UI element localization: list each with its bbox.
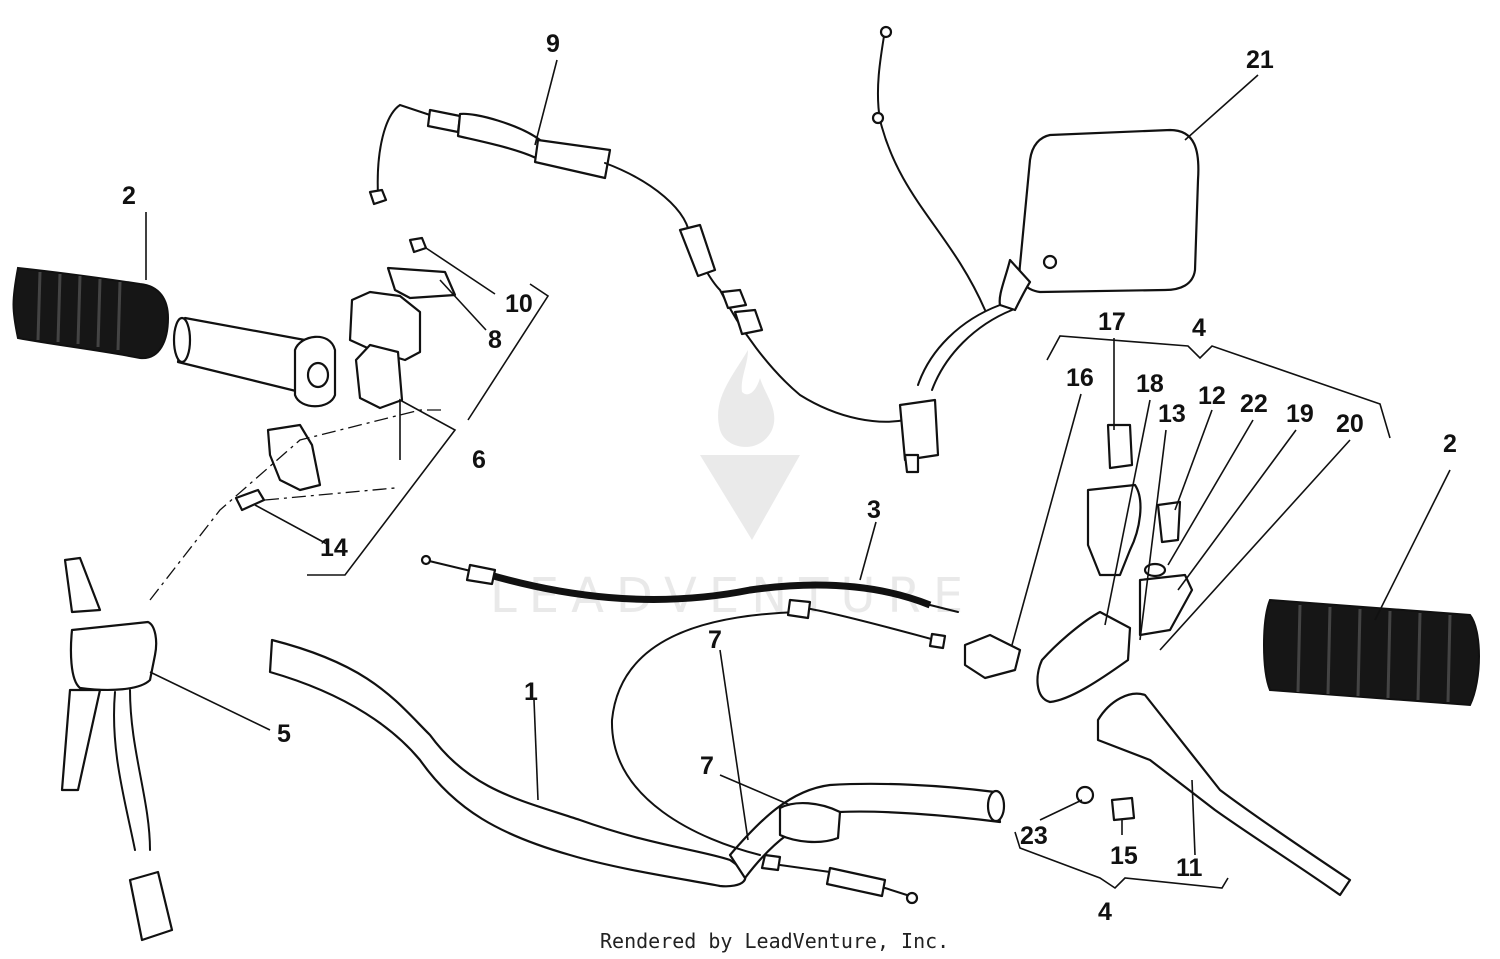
callout-3: 3 — [867, 496, 881, 524]
callout-21: 21 — [1246, 46, 1274, 74]
callout-20: 20 — [1336, 410, 1364, 438]
callout-8: 8 — [488, 326, 502, 354]
callout-7-upper: 7 — [708, 626, 722, 654]
right-grip — [1263, 598, 1480, 707]
callout-14: 14 — [320, 534, 348, 562]
callout-4-top: 4 — [1192, 314, 1206, 342]
clutch-cable — [610, 598, 947, 905]
callout-18: 18 — [1136, 370, 1164, 398]
callout-16: 16 — [1066, 364, 1094, 392]
callout-22: 22 — [1240, 390, 1268, 418]
callout-23: 23 — [1020, 822, 1048, 850]
callout-7-lower: 7 — [700, 752, 714, 780]
throttle-tube — [172, 316, 337, 408]
footer-credit: Rendered by LeadVenture, Inc. — [600, 929, 949, 953]
callout-4-bottom: 4 — [1098, 898, 1112, 926]
handlebar — [268, 638, 1006, 888]
leader-lines — [145, 59, 1451, 856]
left-grip — [12, 266, 170, 360]
clutch-lever-assembly — [963, 423, 1352, 897]
callout-19: 19 — [1286, 400, 1314, 428]
switch-housing — [60, 556, 174, 942]
callout-9: 9 — [546, 30, 560, 58]
callout-12: 12 — [1198, 382, 1226, 410]
callout-11: 11 — [1176, 854, 1203, 882]
callout-13: 13 — [1158, 400, 1186, 428]
choke-cable — [420, 554, 959, 613]
callout-6: 6 — [472, 446, 486, 474]
speedo-cable — [876, 29, 986, 311]
callout-2-left: 2 — [122, 182, 136, 210]
callout-2-right: 2 — [1443, 430, 1457, 458]
callout-10: 10 — [505, 290, 533, 318]
callout-15: 15 — [1110, 842, 1138, 870]
callout-17: 17 — [1098, 308, 1126, 336]
throttle-cable — [368, 103, 906, 423]
callout-1: 1 — [524, 678, 538, 706]
throttle-housing — [234, 236, 457, 512]
callout-5: 5 — [277, 720, 291, 748]
callout-labels: 2 9 21 10 8 6 14 17 4 16 18 13 12 22 19 … — [122, 30, 1457, 926]
mirror — [898, 128, 1200, 474]
watermark-logo: LEADVENTURE — [490, 350, 963, 624]
